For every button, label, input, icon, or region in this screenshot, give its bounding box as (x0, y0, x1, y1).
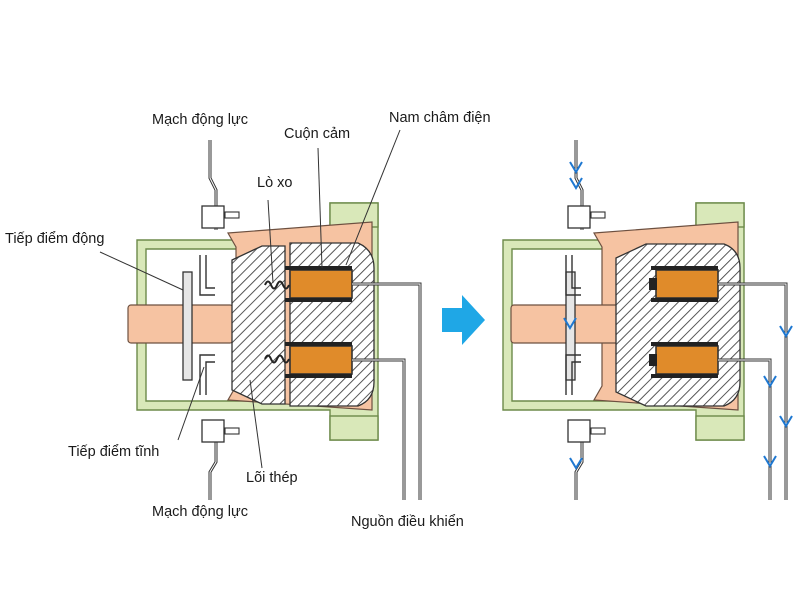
spring-top (264, 280, 290, 290)
label-power-circuit-top: Mạch động lực (152, 112, 248, 128)
label-spring: Lò xo (257, 175, 293, 191)
fixed-contact-top (199, 255, 215, 296)
fixed-contact-bottom (199, 354, 215, 395)
current-flow-arrows (563, 161, 793, 470)
spring-bottom (264, 354, 290, 364)
chevron-down-icon (563, 317, 577, 330)
label-steel-core: Lõi thép (246, 470, 298, 486)
label-control-source: Nguồn điều khiển (351, 514, 464, 530)
label-electromagnet: Nam châm điện (389, 110, 491, 126)
chevron-down-icon (569, 177, 583, 190)
chevron-down-icon (569, 457, 583, 470)
coil-top (289, 269, 353, 299)
chevron-down-icon (569, 161, 583, 174)
coil-bottom (289, 345, 353, 375)
chevron-down-icon (763, 375, 777, 388)
label-inductor: Cuộn cảm (284, 126, 351, 142)
chevron-down-icon (779, 325, 793, 338)
plunger-shaft (127, 304, 234, 344)
moving-contact-bar (182, 271, 193, 381)
right-arrow-icon (442, 295, 485, 345)
contactor-off (99, 129, 422, 500)
chevron-down-icon (779, 415, 793, 428)
chevron-down-icon (763, 455, 777, 468)
contactor-on (502, 140, 793, 500)
label-moving-contact: Tiếp điểm động (5, 231, 105, 247)
moving-core (231, 245, 286, 405)
label-power-circuit-bottom: Mạch động lực (152, 504, 248, 520)
label-fixed-contact: Tiếp điểm tĩnh (68, 444, 160, 460)
